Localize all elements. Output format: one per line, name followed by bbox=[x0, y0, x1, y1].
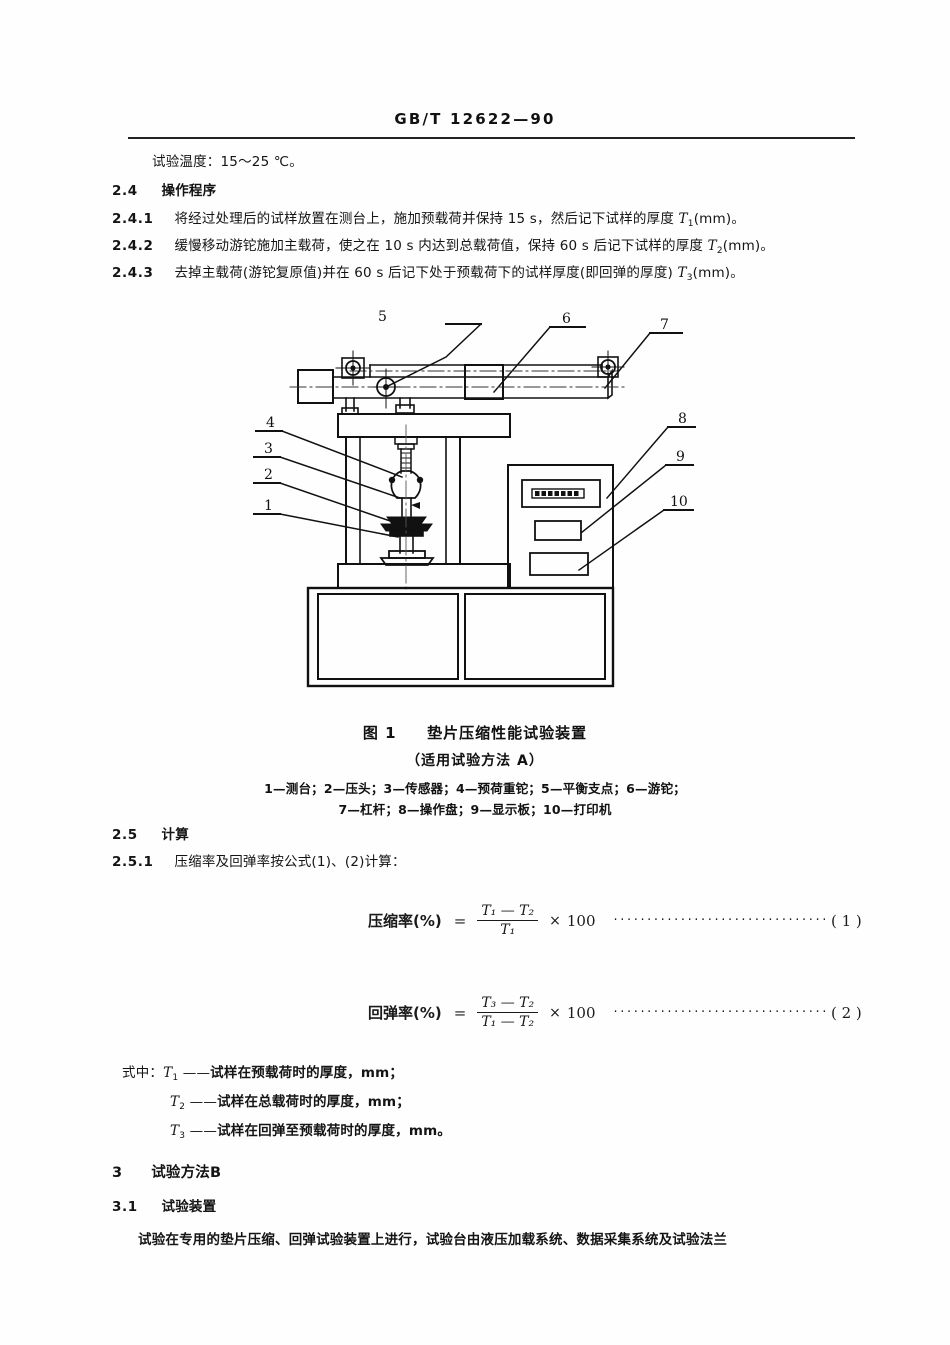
callout-number-4: 4 bbox=[266, 415, 275, 431]
formula-2-fraction-bar bbox=[477, 1012, 539, 1014]
callout-number-2: 2 bbox=[264, 467, 273, 483]
clause-2-4-1-text: 将经过处理后的试样放置在测台上，施加预载荷并保持 15 s，然后记下试样的厚度 bbox=[174, 211, 679, 227]
section-2-5: 2.5 计算 bbox=[112, 823, 189, 843]
standard-number-header: GB/T 12622—90 bbox=[394, 110, 556, 128]
formula-2-factor: 100 bbox=[566, 1003, 596, 1022]
formula-recovery-rate: 回弹率(%) = T₃ — T₂ T₁ — T₂ × 100 ·········… bbox=[368, 995, 862, 1030]
definition-1-text: 试样在预载荷时的厚度，mm； bbox=[210, 1065, 404, 1081]
figure-legend-line-1: 1—测台；2—压头；3—传感器；4—预荷重铊；5—平衡支点；6—游铊； bbox=[264, 781, 686, 796]
section-3-title: 试验方法B bbox=[151, 1165, 222, 1181]
clause-2-4-1-symbol: T bbox=[678, 211, 688, 227]
section-3-number: 3 bbox=[112, 1165, 123, 1181]
formula-2-times: × bbox=[549, 1004, 561, 1021]
definition-2-dash: —— bbox=[189, 1094, 218, 1110]
definition-3-symbol: T bbox=[170, 1123, 180, 1139]
clause-2-4-1-number: 2.4.1 bbox=[112, 211, 154, 227]
formula-2-equals: = bbox=[453, 1003, 467, 1022]
callout-number-3: 3 bbox=[264, 441, 273, 457]
clause-2-4-2-unit: (mm)。 bbox=[722, 238, 775, 254]
formula-compression-rate: 压缩率(%) = T₁ — T₂ T₁ × 100 ··············… bbox=[368, 903, 862, 938]
clause-2-4-1-subscript: 1 bbox=[687, 219, 694, 229]
callout-number-5: 5 bbox=[378, 309, 387, 325]
formula-1-times: × bbox=[549, 912, 561, 929]
formula-2-fraction: T₃ — T₂ T₁ — T₂ bbox=[477, 995, 539, 1031]
figure-caption: 图 1 垫片压缩性能试验装置 bbox=[0, 722, 950, 743]
definition-3-subscript: 3 bbox=[179, 1131, 186, 1141]
figure-caption-subtitle: （适用试验方法 A） bbox=[406, 753, 544, 769]
figure-caption-number: 图 1 bbox=[362, 724, 397, 742]
clause-2-4-2-subscript: 2 bbox=[716, 246, 723, 256]
section-2-4: 2.4 操作程序 bbox=[112, 179, 216, 199]
definition-1: 式中：T1 ——试样在预载荷时的厚度，mm； bbox=[122, 1061, 404, 1083]
figure-legend-line-2: 7—杠杆；8—操作盘；9—显示板；10—打印机 bbox=[338, 802, 612, 817]
formula-2-label: 回弹率(%) bbox=[368, 1004, 442, 1023]
formula-2-denominator: T₁ — T₂ bbox=[481, 1014, 535, 1031]
clause-2-4-3-text: 去掉主载荷(游铊复原值)并在 60 s 后记下处于预载荷下的试样厚度(即回弹的厚… bbox=[174, 265, 678, 281]
definition-1-symbol: T bbox=[163, 1065, 173, 1081]
formula-1-number: ( 1 ) bbox=[830, 911, 862, 930]
where-label: 式中： bbox=[122, 1065, 164, 1081]
figure-1-apparatus-diagram: 5 6 7 8 9 10 4 3 2 1 bbox=[250, 305, 715, 715]
test-temperature-line: 试验温度：15～25 ℃。 bbox=[152, 154, 303, 170]
clause-2-4-3-number: 2.4.3 bbox=[112, 265, 154, 281]
formula-2-leader-dots: ································ bbox=[613, 1005, 829, 1021]
section-3-1-title: 试验装置 bbox=[161, 1199, 217, 1215]
section-3-1: 3.1 试验装置 bbox=[112, 1195, 216, 1215]
definition-3-text: 试样在回弹至预载荷时的厚度，mm。 bbox=[217, 1123, 452, 1139]
clause-2-4-2-number: 2.4.2 bbox=[112, 238, 154, 254]
apparatus-svg: 5 6 7 8 9 10 4 3 2 1 bbox=[253, 309, 696, 688]
formula-1-fraction: T₁ — T₂ T₁ bbox=[477, 903, 539, 939]
header-rule bbox=[128, 137, 855, 139]
definition-1-dash: —— bbox=[182, 1065, 211, 1081]
clause-2-5-1: 2.5.1 压缩率及回弹率按公式(1)、(2)计算： bbox=[112, 850, 406, 870]
section-2-4-title: 操作程序 bbox=[161, 183, 217, 199]
section-3-1-number: 3.1 bbox=[112, 1199, 138, 1215]
definition-3-dash: —— bbox=[189, 1123, 218, 1139]
callout-number-6: 6 bbox=[562, 311, 571, 327]
formula-1-factor: 100 bbox=[566, 911, 596, 930]
clause-2-4-2-text: 缓慢移动游铊施加主载荷，使之在 10 s 内达到总载荷值，保持 60 s 后记下… bbox=[174, 238, 708, 254]
clause-2-5-1-text: 压缩率及回弹率按公式(1)、(2)计算： bbox=[174, 854, 406, 870]
callout-number-7: 7 bbox=[660, 317, 669, 333]
clause-2-4-2-symbol: T bbox=[707, 238, 717, 254]
formula-2-number: ( 2 ) bbox=[830, 1003, 862, 1022]
callout-number-9: 9 bbox=[676, 449, 685, 465]
formula-1-equals: = bbox=[453, 911, 467, 930]
clause-2-4-3-symbol: T bbox=[677, 265, 687, 281]
section-2-4-number: 2.4 bbox=[112, 183, 138, 199]
definition-2-text: 试样在总载荷时的厚度，mm； bbox=[217, 1094, 410, 1110]
definition-2: T2 ——试样在总载荷时的厚度，mm； bbox=[170, 1090, 410, 1112]
callout-number-10: 10 bbox=[670, 494, 688, 510]
clause-2-4-3-subscript: 3 bbox=[686, 273, 693, 283]
formula-1-label: 压缩率(%) bbox=[368, 912, 442, 931]
definition-3: T3 ——试样在回弹至预载荷时的厚度，mm。 bbox=[170, 1119, 452, 1141]
formula-1-denominator: T₁ bbox=[500, 922, 516, 939]
definition-1-subscript: 1 bbox=[172, 1073, 179, 1083]
clause-2-5-1-number: 2.5.1 bbox=[112, 854, 154, 870]
clause-2-4-1: 2.4.1 将经过处理后的试样放置在测台上，施加预载荷并保持 15 s，然后记下… bbox=[112, 207, 746, 229]
clause-2-4-3: 2.4.3 去掉主载荷(游铊复原值)并在 60 s 后记下处于预载荷下的试样厚度… bbox=[112, 261, 744, 283]
definition-2-subscript: 2 bbox=[179, 1102, 186, 1112]
section-2-5-number: 2.5 bbox=[112, 827, 138, 843]
formula-1-leader-dots: ································ bbox=[613, 913, 829, 929]
callout-leader-lines bbox=[253, 322, 696, 572]
section-2-5-title: 计算 bbox=[161, 827, 189, 843]
section-3-1-paragraph: 试验在专用的垫片压缩、回弹试验装置上进行，试验台由液压加载系统、数据采集系统及试… bbox=[138, 1232, 728, 1248]
figure-caption-title: 垫片压缩性能试验装置 bbox=[427, 724, 588, 742]
definition-2-symbol: T bbox=[170, 1094, 180, 1110]
clause-2-4-3-unit: (mm)。 bbox=[692, 265, 744, 281]
section-3: 3 试验方法B bbox=[112, 1161, 221, 1182]
clause-2-4-1-unit: (mm)。 bbox=[693, 211, 746, 227]
formula-2-numerator: T₃ — T₂ bbox=[481, 995, 535, 1011]
callout-number-8: 8 bbox=[678, 411, 687, 427]
callout-numbers: 5 6 7 8 9 10 4 3 2 1 bbox=[264, 309, 688, 514]
formula-1-fraction-bar bbox=[477, 920, 539, 922]
clause-2-4-2: 2.4.2 缓慢移动游铊施加主载荷，使之在 10 s 内达到总载荷值，保持 60… bbox=[112, 234, 775, 256]
callout-number-1: 1 bbox=[264, 498, 273, 514]
formula-1-numerator: T₁ — T₂ bbox=[481, 903, 535, 919]
